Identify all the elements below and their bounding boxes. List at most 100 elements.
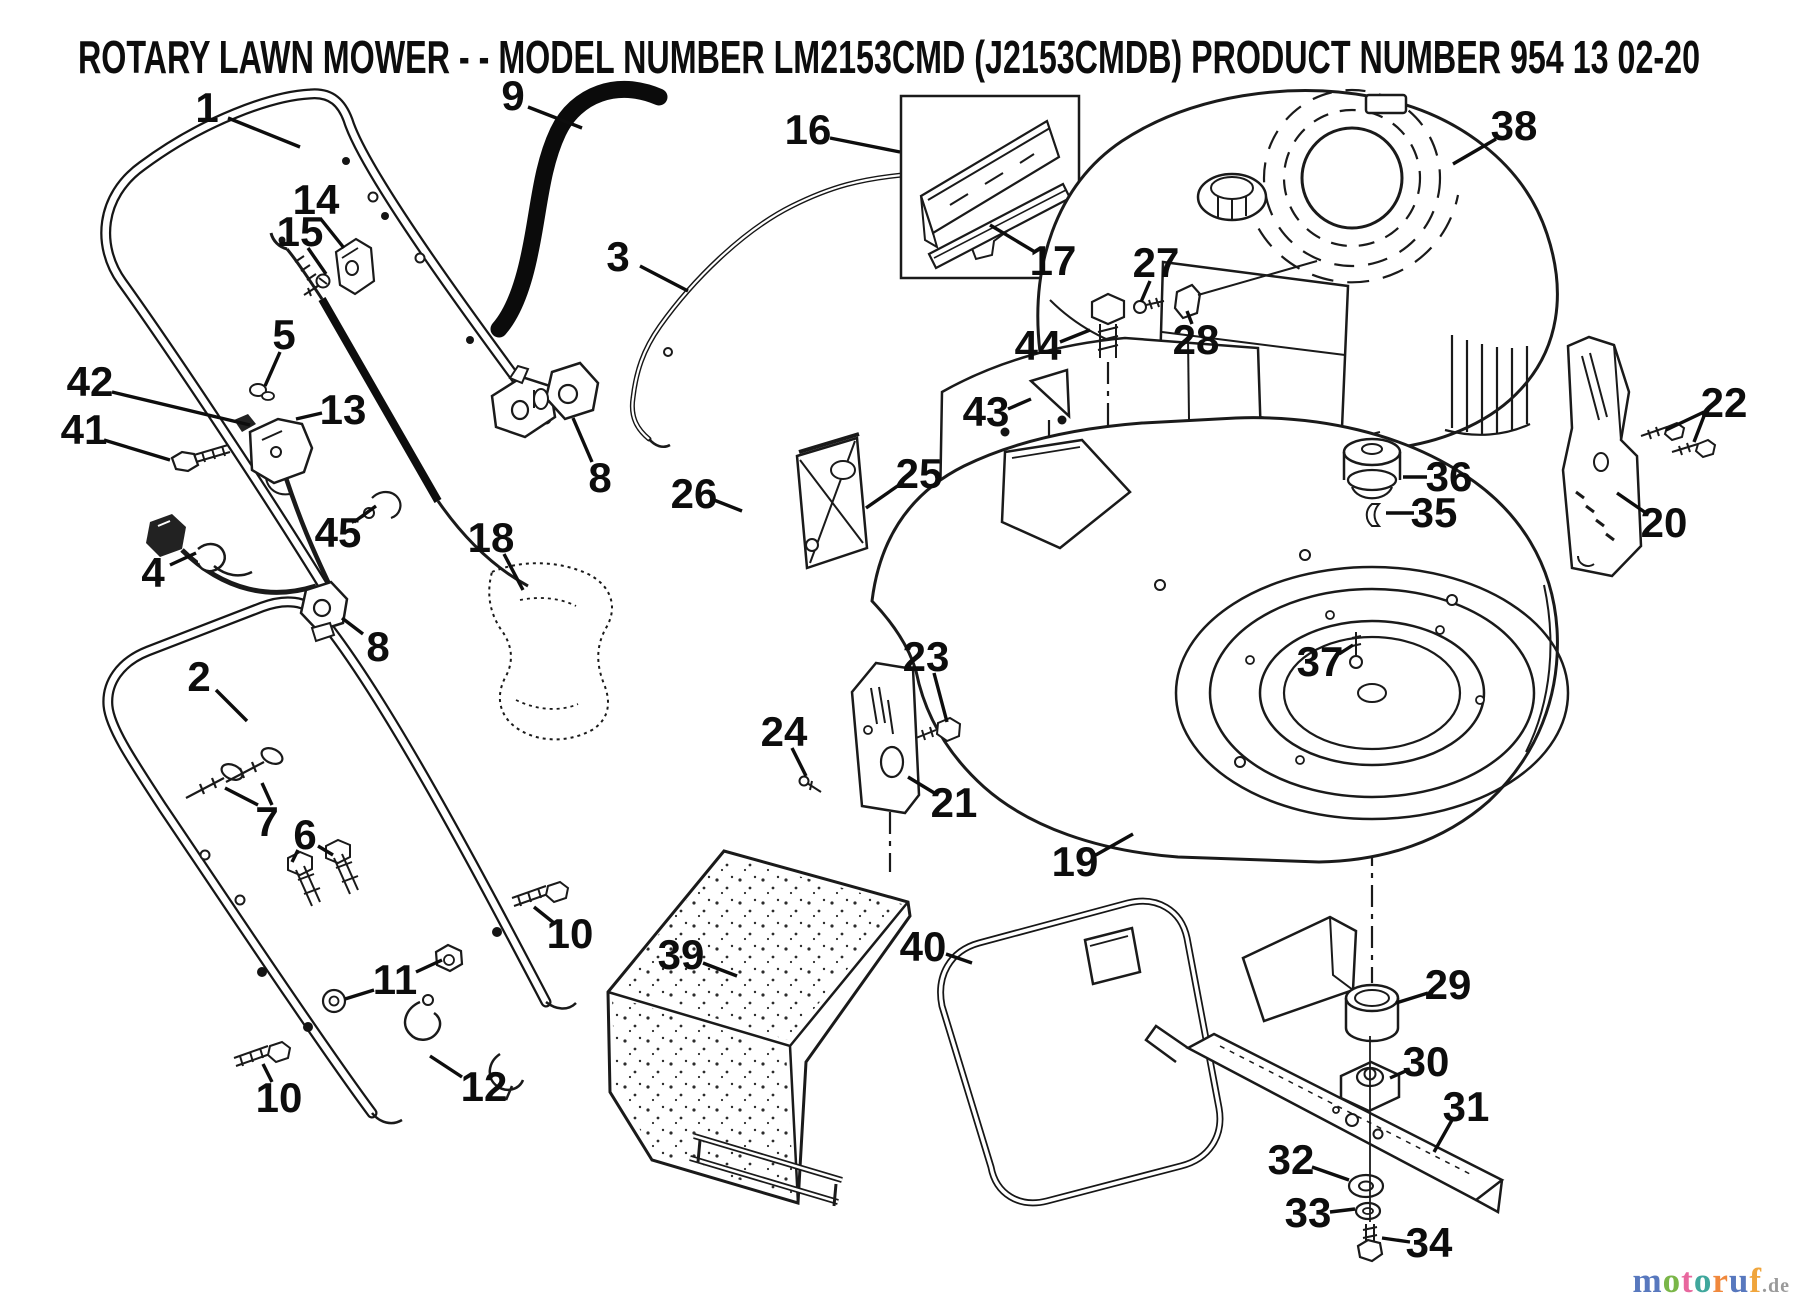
lower-handle-art [102, 596, 577, 1125]
diagram-title: ROTARY LAWN MOWER - - MODEL NUMBER LM215… [78, 31, 1700, 83]
callout-leader-5 [263, 351, 282, 387]
watermark-letter: o [1693, 1261, 1713, 1300]
callout-leader-17 [989, 223, 1036, 254]
part-number-8: 8 [366, 623, 389, 670]
callout-leader-23 [932, 672, 949, 723]
callout-leader-25 [865, 483, 900, 510]
part-number-29: 29 [1425, 961, 1472, 1008]
callout-leader-37 [1338, 643, 1354, 656]
part-number-10: 10 [256, 1074, 303, 1121]
deck-art [870, 416, 1570, 864]
bracket-right-art [1561, 335, 1717, 578]
callout-leader-9 [527, 105, 583, 130]
cable-parts-art [146, 232, 600, 643]
part-number-16: 16 [785, 106, 832, 153]
callout-leader-10 [532, 905, 556, 925]
callout-leader-41 [103, 438, 171, 462]
part-number-7: 7 [255, 798, 278, 845]
callout-leader-33 [1329, 1207, 1356, 1214]
watermark-letter: u [1728, 1261, 1750, 1300]
callout-leader-26 [713, 498, 743, 513]
part-number-33: 33 [1285, 1189, 1332, 1236]
part-number-39: 39 [658, 931, 705, 978]
part-number-34: 34 [1406, 1219, 1453, 1266]
watermark-suffix: .de [1762, 1275, 1790, 1297]
part-number-43: 43 [963, 388, 1010, 435]
part-number-28: 28 [1173, 316, 1220, 363]
callout-leader-30 [1389, 1068, 1409, 1080]
callout-leader-44 [1059, 328, 1091, 344]
deflector-art [488, 562, 613, 741]
callout-leader-13 [295, 411, 323, 421]
callout-leader-6 [317, 844, 334, 857]
part-number-31: 31 [1443, 1083, 1490, 1130]
part-number-3: 3 [606, 233, 629, 280]
part-number-2: 2 [187, 653, 210, 700]
part-number-5: 5 [272, 311, 295, 358]
callout-leader-10 [261, 1063, 274, 1083]
part-number-32: 32 [1268, 1136, 1315, 1183]
part-number-9: 9 [501, 72, 524, 119]
vibration-mount-art [1342, 437, 1402, 669]
callout-leader-15 [306, 247, 328, 275]
callout-leader-38 [1452, 137, 1497, 166]
blade-assembly-art [1144, 915, 1505, 1263]
part-number-36: 36 [1426, 453, 1473, 500]
part-number-11: 11 [373, 956, 417, 1003]
part-number-42: 42 [67, 358, 114, 405]
callout-leader-11 [415, 958, 443, 974]
part-number-45: 45 [315, 509, 362, 556]
callout-leader-2 [214, 688, 249, 723]
callout-leader-14 [318, 216, 346, 250]
callout-leader-8 [340, 616, 365, 636]
part-number-37: 37 [1297, 638, 1344, 685]
starter-handle-art [490, 81, 668, 338]
callout-leader-28 [1185, 310, 1194, 325]
watermark-letter: o [1662, 1261, 1682, 1300]
callout-leader-31 [1432, 1119, 1454, 1153]
callout-leader-45 [353, 504, 377, 524]
callout-leader-16 [829, 136, 901, 154]
part-number-27: 27 [1133, 239, 1180, 286]
watermark-letter: f [1749, 1261, 1762, 1300]
grass-bag-art [606, 849, 912, 1207]
watermark-letter: t [1681, 1261, 1694, 1300]
part-number-21: 21 [931, 779, 978, 826]
callout-leader-27 [1139, 280, 1152, 303]
part-number-15: 15 [277, 208, 324, 255]
part-number-25: 25 [896, 450, 943, 497]
callout-leader-4 [169, 551, 197, 567]
watermark-letter: r [1712, 1261, 1729, 1300]
callout-leader-42 [111, 390, 251, 427]
part-number-18: 18 [468, 514, 515, 561]
callout-leader-6 [290, 849, 300, 863]
rear-door-art [937, 897, 1224, 1207]
callout-leader-24 [790, 747, 808, 777]
part-number-40: 40 [900, 923, 947, 970]
part-number-6: 6 [293, 811, 316, 858]
callout-leader-1 [227, 116, 301, 149]
callout-leader-39 [702, 961, 738, 978]
watermark-logo[interactable]: motoruf.de [1633, 1261, 1790, 1301]
part-number-1: 1 [195, 84, 218, 131]
callout-leader-12 [429, 1054, 463, 1079]
callout-leader-32 [1311, 1165, 1350, 1182]
callout-leader-3 [639, 264, 689, 293]
part-number-24: 24 [761, 708, 808, 755]
callout-leader-19 [1093, 832, 1134, 858]
part-number-38: 38 [1491, 102, 1538, 149]
part-number-10: 10 [547, 910, 594, 957]
part-number-41: 41 [61, 406, 108, 453]
watermark-letters: motoruf [1633, 1261, 1762, 1300]
callout-leader-18 [502, 553, 525, 591]
callout-leader-20 [1616, 491, 1647, 515]
part-number-22: 22 [1701, 379, 1748, 426]
part-number-13: 13 [320, 386, 367, 433]
upper-handle-art [100, 88, 552, 603]
part-number-20: 20 [1641, 499, 1688, 546]
part-number-19: 19 [1052, 838, 1099, 885]
part-number-35: 35 [1411, 489, 1458, 536]
